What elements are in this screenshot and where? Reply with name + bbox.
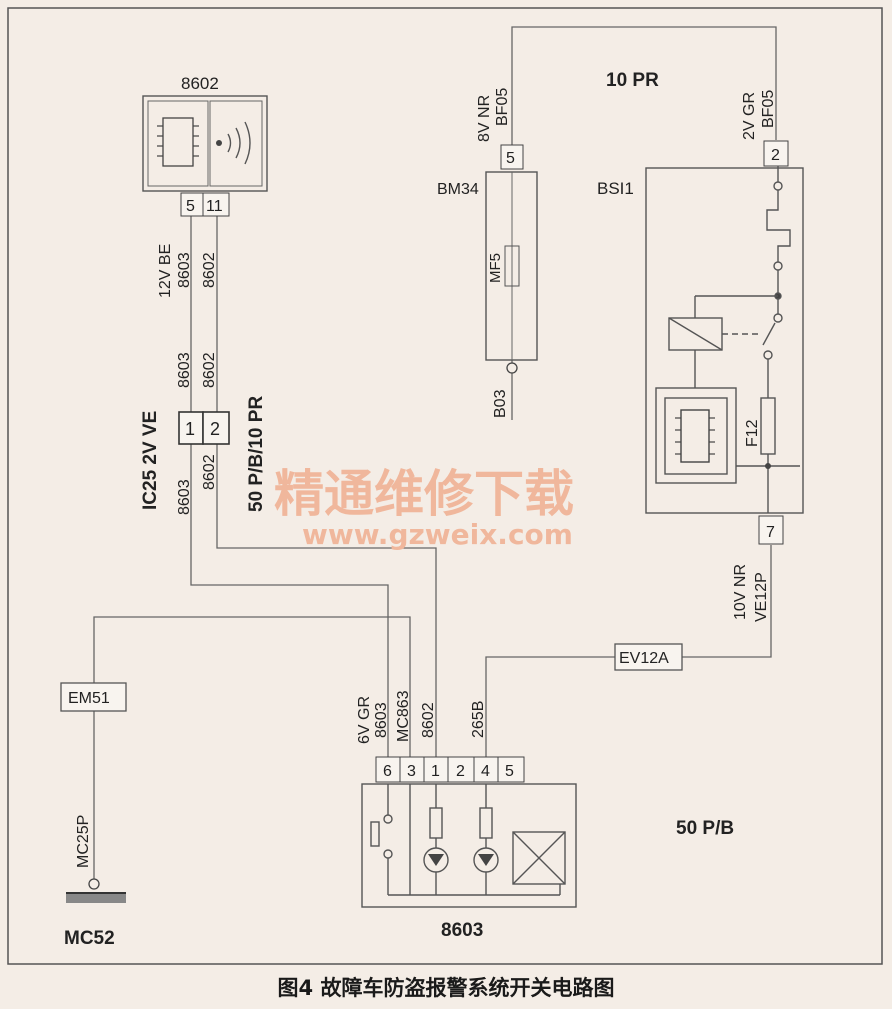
ev12a-box [614,643,683,671]
c8602-pin-5: 5 [186,198,195,215]
mc25p-label: MC25P [75,815,92,868]
bm34-label: BM34 [437,181,479,198]
note-right: 50 P/B [676,818,734,839]
bsi-pin-bottom-box [758,515,784,545]
ic25-top-b: 8602 [201,352,218,388]
led-symbols [428,854,494,866]
wire-8602-b: 8603 [176,252,193,288]
ev12a-label: EV12A [619,650,669,667]
c8602-label: 8602 [181,74,219,93]
bsi-label: BSI1 [597,179,634,198]
c8603-wire-8602: 8602 [420,702,437,738]
ic25-pin-2: 2 [210,419,220,439]
bsi-bot-wire-b: VE12P [753,572,770,622]
bm34-pin-box [500,144,524,170]
watermark-url: www.gzweix.com [302,518,573,551]
bsi-pin-top: 2 [771,147,780,164]
ic25-label: IC25 2V VE [140,411,161,510]
component-8602 [142,95,268,217]
ic25-pin-1: 1 [185,419,195,439]
c8603-pin-strip [375,756,525,783]
c8603-pin-3: 3 [407,763,416,780]
c8603-wire-mc863: MC863 [395,690,412,742]
c8603-pin-1: 1 [431,763,440,780]
watermark-title: 精通维修下载 [274,465,574,523]
bsi-top-wire-b: BF05 [760,90,777,128]
em51-box [60,682,127,712]
ic25-top-a: 8603 [176,352,193,388]
bm34-box [485,171,538,374]
mc52-label: MC52 [64,928,115,949]
ic25-bot-b: 8602 [201,454,218,490]
diagram-frame [7,7,883,965]
c8603-wire-265b: 265B [470,701,487,738]
wires [93,26,777,880]
bm34-wire-b: BF05 [494,88,511,126]
c8603-pin-5: 5 [505,763,514,780]
note-middle: 50 P/B/10 PR [246,396,267,512]
bsi-box [645,166,804,514]
c8603-pin-4: 4 [481,763,490,780]
ic25-connector [178,411,230,445]
bm34-inner: MF5 [487,253,504,283]
c8603-label: 8603 [441,920,483,941]
note-top: 10 PR [606,70,659,91]
bsi-bot-wire-a: 10V NR [732,564,749,620]
bsi-chip-pins [675,417,715,455]
bsi-pin-top-box [763,140,789,167]
c8603-wire-8603: 8603 [373,702,390,738]
bsi-fuse: F12 [744,419,761,447]
c8603-pin-2: 2 [456,763,465,780]
bm34-ground: B03 [492,389,509,418]
em51-label: EM51 [68,690,110,707]
figure-caption: 图4 故障车防盗报警系统开关电路图 [277,976,615,1000]
bm34-wire-a: 8V NR [476,95,493,142]
c8603-box [361,783,577,908]
c8602-pin-11: 11 [206,198,223,215]
wire-8602-c: 8602 [201,252,218,288]
ground-symbol [66,878,126,903]
c8603-pin-6: 6 [383,763,392,780]
bsi-top-wire-a: 2V GR [741,92,758,140]
c8603-wire-6vgr: 6V GR [356,696,373,744]
ic25-bot-a: 8603 [176,479,193,515]
wire-8602-a: 12V BE [157,244,174,298]
bm34-pin: 5 [506,150,515,167]
bsi-pin-bottom: 7 [766,524,775,541]
